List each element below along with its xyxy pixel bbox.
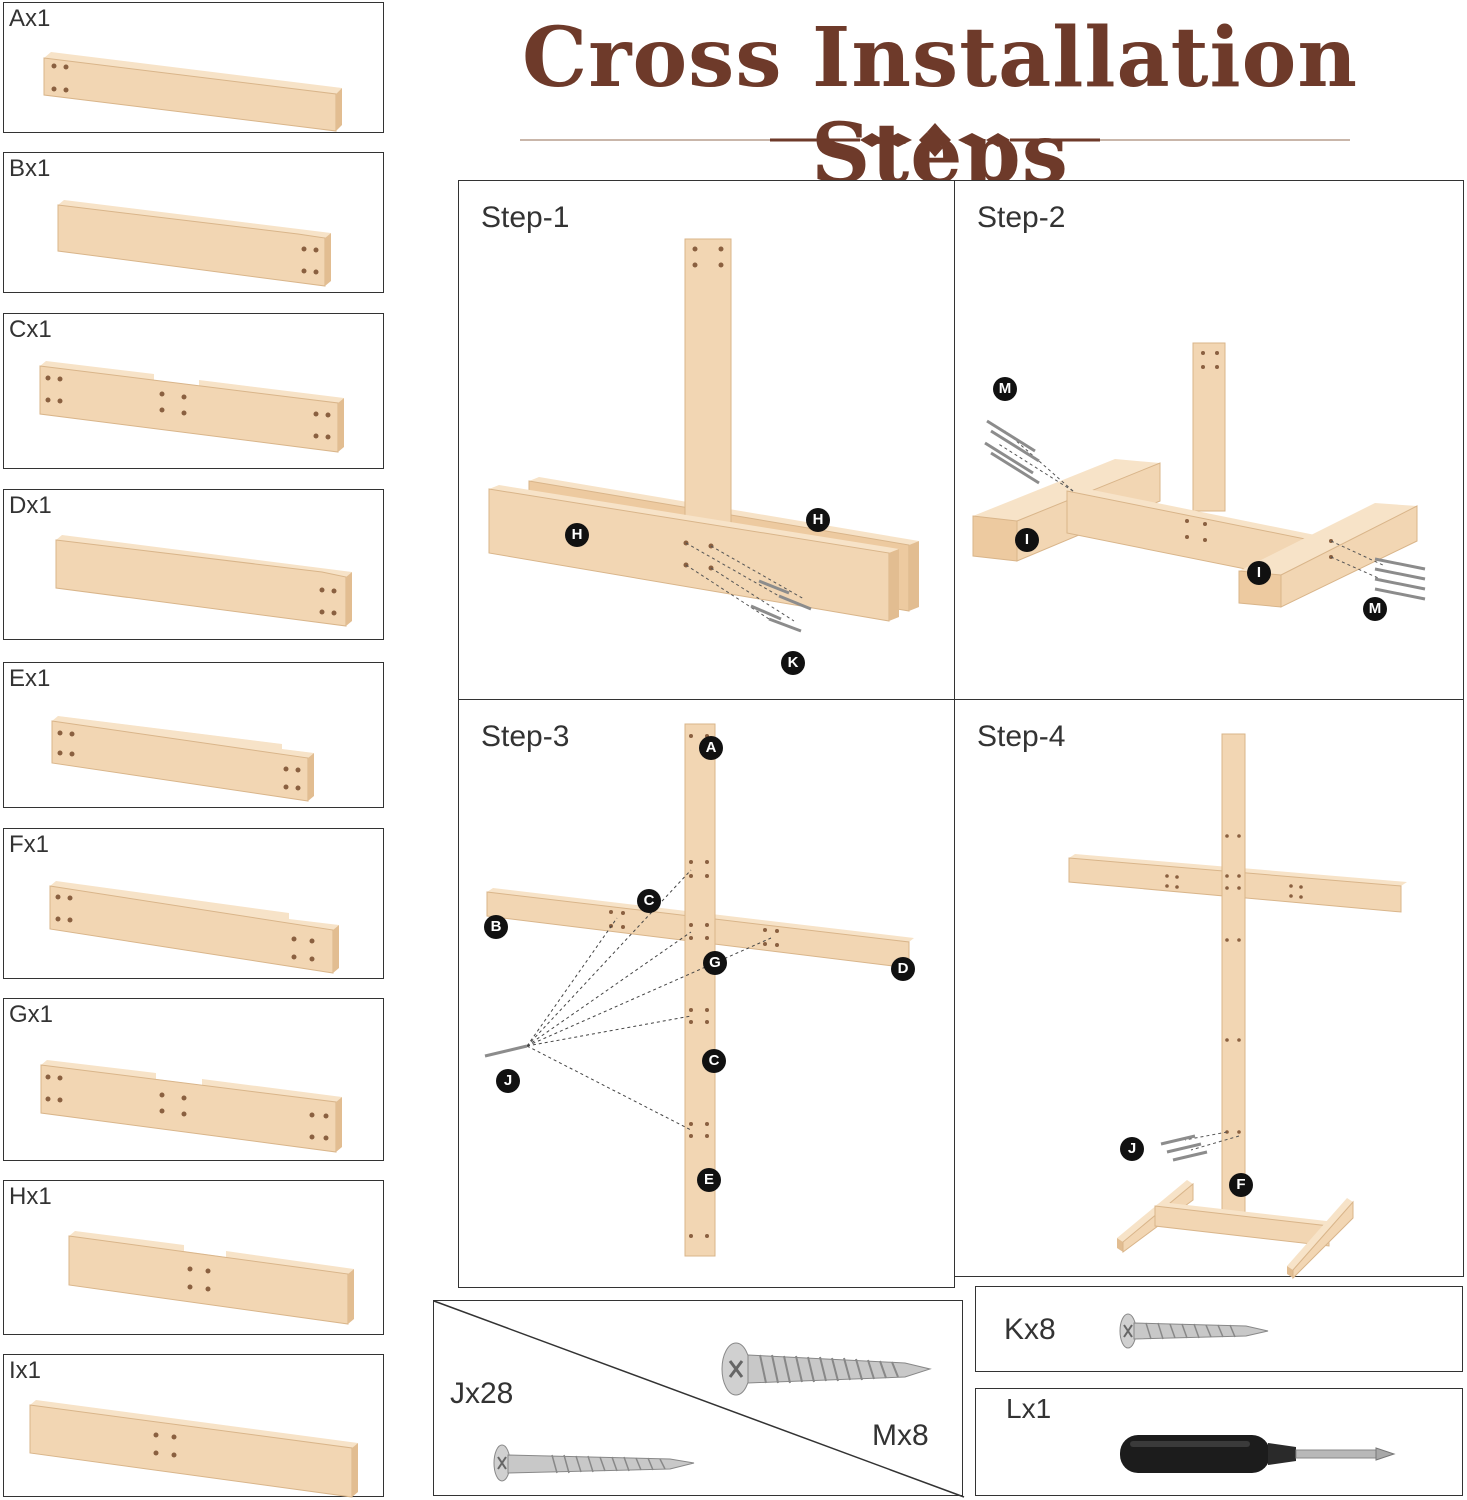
part-b-board [57, 200, 331, 287]
step-2-label: Step-2 [977, 201, 1066, 234]
step-1-label: Step-1 [481, 201, 570, 234]
part-h-board [68, 1231, 354, 1325]
step-2-badge-i-1: I [1015, 528, 1039, 552]
step-3-badge-g: G [703, 951, 727, 975]
step-3-panel: Step-3 [458, 699, 955, 1288]
step-3-badge-d: D [891, 957, 915, 981]
title-ornament [520, 123, 1350, 157]
part-b-label: Bx1 [9, 155, 51, 182]
part-a-box: Ax1 [3, 2, 384, 133]
step-4-badge-j: J [1120, 1137, 1144, 1161]
part-g-board [40, 1060, 342, 1153]
step-3-illustration [484, 723, 914, 1257]
step-1-badge-h-2: H [806, 508, 830, 532]
step-3-badge-c-1: C [637, 889, 661, 913]
step-3-badge-e: E [697, 1168, 721, 1192]
step-4-illustration [1068, 733, 1407, 1280]
hardware-j-label: Jx28 [450, 1377, 514, 1410]
part-i-box: Ix1 [3, 1354, 384, 1498]
part-f-board [49, 881, 339, 974]
part-b-box: Bx1 [3, 152, 384, 293]
step-4-panel: Step-4 [954, 699, 1464, 1280]
part-i-board [29, 1400, 358, 1498]
step-1-illustration [488, 238, 919, 633]
step-1-badge-h-1: H [565, 523, 589, 547]
step-2-badge-m-1: M [993, 377, 1017, 401]
part-d-box: Dx1 [3, 489, 384, 640]
step-4-badge-f: F [1229, 1173, 1253, 1197]
hardware-k-label: Kx8 [1004, 1313, 1056, 1346]
part-d-board [55, 535, 352, 627]
part-h-label: Hx1 [9, 1183, 52, 1210]
screw-j-icon [493, 1444, 695, 1482]
screwdriver-icon [1120, 1435, 1396, 1473]
screw-k-icon [1119, 1313, 1269, 1349]
step-2-badge-m-2: M [1363, 597, 1387, 621]
part-f-label: Fx1 [9, 831, 50, 858]
part-h-box: Hx1 [3, 1180, 384, 1335]
part-e-box: Ex1 [3, 662, 384, 808]
hardware-m-label: Mx8 [872, 1419, 929, 1452]
step-3-badge-b: B [484, 915, 508, 939]
part-e-board [51, 716, 314, 802]
part-a-board [43, 52, 342, 132]
page-title: Cross Installation Steps [522, 10, 1358, 202]
part-c-label: Cx1 [9, 316, 52, 343]
step-4-label: Step-4 [977, 720, 1066, 753]
part-e-label: Ex1 [9, 665, 51, 692]
part-c-box: Cx1 [3, 313, 384, 469]
step-3-badge-a: A [699, 736, 723, 760]
part-g-box: Gx1 [3, 998, 384, 1161]
part-c-board [39, 361, 344, 453]
step-3-badge-j: J [496, 1069, 520, 1093]
step-2-badge-i-2: I [1247, 561, 1271, 585]
step-1-badge-k: K [781, 651, 805, 675]
hardware-l-label: Lx1 [1006, 1393, 1052, 1424]
hardware-l-box: Lx1 [975, 1388, 1463, 1496]
part-f-box: Fx1 [3, 828, 384, 979]
part-i-label: Ix1 [9, 1357, 42, 1384]
screw-m-icon [721, 1342, 932, 1396]
hardware-jm-box: Jx28 Mx8 [433, 1300, 965, 1498]
hardware-k-box: Kx8 [975, 1286, 1463, 1372]
step-3-badge-c-2: C [702, 1049, 726, 1073]
part-a-label: Ax1 [9, 5, 51, 32]
part-g-label: Gx1 [9, 1001, 54, 1028]
step-2-illustration [972, 342, 1426, 608]
step-2-panel: Step-2 [954, 180, 1464, 700]
step-3-label: Step-3 [481, 720, 570, 753]
hardware-jm-divider [433, 1300, 965, 1498]
step-1-panel: Step-1 H H K [458, 180, 955, 700]
part-d-label: Dx1 [9, 492, 52, 519]
